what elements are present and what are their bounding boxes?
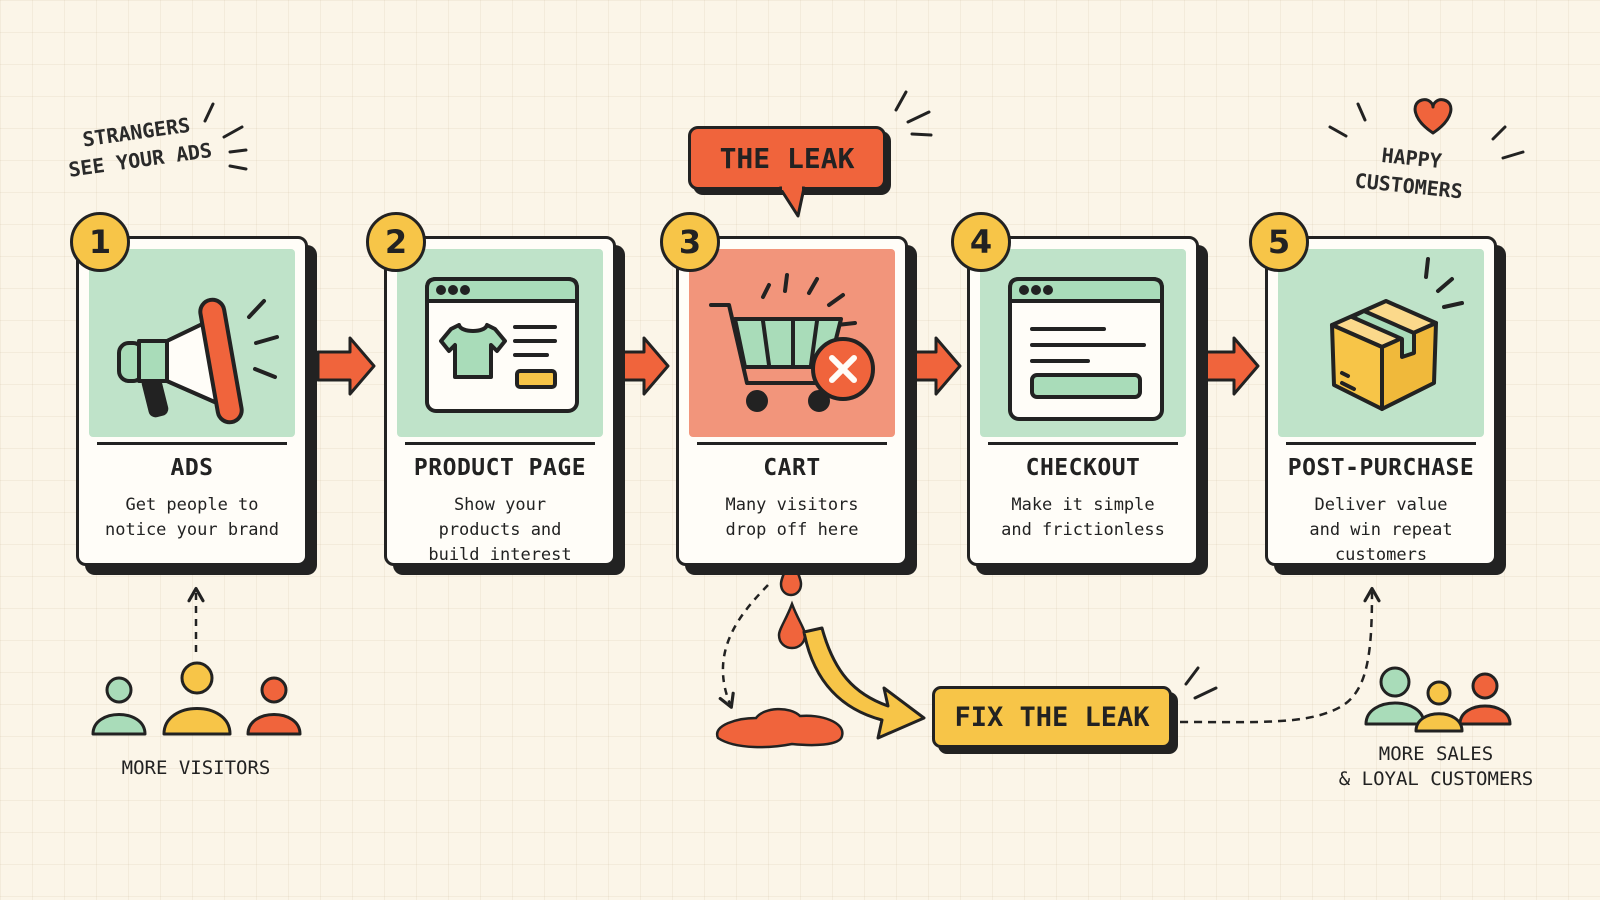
step-number-badge: 1	[70, 212, 130, 272]
spark-marks-happy	[1328, 102, 1525, 160]
card-divider	[405, 442, 595, 445]
card-divider	[97, 442, 287, 445]
leak-callout-label: THE LEAK	[719, 141, 855, 175]
step-number-badge: 5	[1249, 212, 1309, 272]
step-number-badge: 4	[951, 212, 1011, 272]
package-icon	[1330, 257, 1464, 411]
fix-to-postpurchase-path	[1179, 586, 1381, 724]
step-description: Get people to notice your brand	[105, 495, 279, 540]
leak-callout: THE LEAK	[688, 126, 886, 190]
card-divider	[697, 442, 887, 445]
product-page-icon	[425, 277, 579, 413]
step-description: Many visitors drop off here	[725, 495, 859, 540]
step-description: Make it simple and frictionless	[1001, 495, 1165, 540]
step-number-badge: 2	[366, 212, 426, 272]
checkout-window-icon	[1008, 277, 1164, 421]
step-title: ADS	[170, 455, 214, 481]
step-description: Show your products and build interest	[428, 495, 572, 565]
step-title: POST-PURCHASE	[1287, 455, 1475, 481]
step-card-ads: ADS Get people to notice your brand	[76, 236, 308, 566]
step-card-post-purchase: POST-PURCHASE Deliver value and win repe…	[1265, 236, 1497, 566]
step-title: CART	[763, 455, 821, 481]
fix-leak-arrow	[802, 626, 926, 740]
leak-drip-path	[718, 584, 769, 709]
spark-marks-fix	[1184, 666, 1218, 700]
spark-marks-leak	[894, 90, 933, 137]
fix-the-leak-label: FIX THE LEAK	[954, 701, 1150, 733]
step-card-checkout: CHECKOUT Make it simple and frictionless	[967, 236, 1199, 566]
step-description: Deliver value and win repeat customers	[1309, 495, 1453, 565]
step-title: CHECKOUT	[1025, 455, 1141, 481]
spark-marks-strangers	[203, 102, 248, 171]
arrow-1-to-2	[316, 336, 376, 396]
customers-people-icon	[1364, 666, 1512, 733]
card-divider	[1286, 442, 1476, 445]
arrow-3-to-4	[904, 336, 962, 396]
arrow-4-to-5	[1202, 336, 1260, 396]
step-card-cart: CART Many visitors drop off here	[676, 236, 908, 566]
step-card-product-page: PRODUCT PAGE Show your products and buil…	[384, 236, 616, 566]
more-visitors-caption: MORE VISITORS	[121, 757, 271, 779]
heart-icon	[1413, 98, 1453, 135]
more-sales-line1: MORE SALES	[1378, 743, 1494, 765]
happy-customers-note: HAPPY CUSTOMERS	[1353, 138, 1467, 205]
callout-tail	[778, 186, 806, 218]
card-divider	[988, 442, 1178, 445]
more-sales-line2: & LOYAL CUSTOMERS	[1338, 768, 1534, 790]
step-title: PRODUCT PAGE	[413, 455, 587, 481]
fix-the-leak-button[interactable]: FIX THE LEAK	[932, 686, 1172, 748]
megaphone-icon	[117, 297, 279, 425]
visitors-people-icon	[91, 661, 302, 736]
step-number-badge: 3	[660, 212, 720, 272]
leak-drips	[777, 552, 807, 650]
arrow-2-to-3	[612, 336, 670, 396]
cart-abandon-icon	[709, 273, 875, 412]
leak-puddle-icon	[715, 707, 844, 749]
more-sales-caption: MORE SALES & LOYAL CUSTOMERS	[1316, 742, 1556, 792]
